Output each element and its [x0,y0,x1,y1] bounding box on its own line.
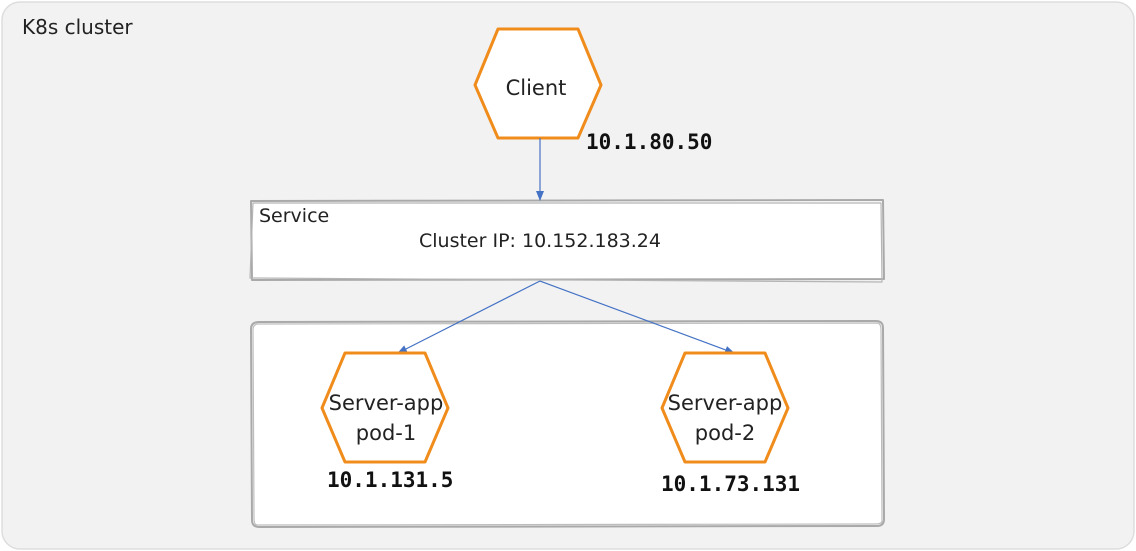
client-ip: 10.1.80.50 [586,130,712,154]
pod-2-hexagon-icon[interactable] [660,351,790,464]
pod-1-hexagon-icon[interactable] [320,351,450,464]
pods-container-sketch [252,322,883,526]
service-to-pod2-arrow [539,280,735,354]
service-box-sketch [249,202,883,283]
client-hexagon-icon[interactable] [473,27,603,140]
pod-1-line1: Server-app [329,391,444,415]
pod-2-line1: Server-app [668,391,783,415]
service-cluster-ip: Cluster IP: 10.152.183.24 [419,230,661,252]
service-to-pod1-arrow [397,280,541,354]
pod-1-line2: pod-1 [356,421,416,445]
pod-2-line2: pod-2 [695,421,755,445]
pod-2-ip: 10.1.73.131 [661,472,800,496]
client-label: Client [506,76,567,100]
service-label: Service [259,205,329,227]
cluster-label: K8s cluster [22,15,133,39]
pod-1-ip: 10.1.131.5 [327,468,453,492]
service-box[interactable] [250,199,885,281]
